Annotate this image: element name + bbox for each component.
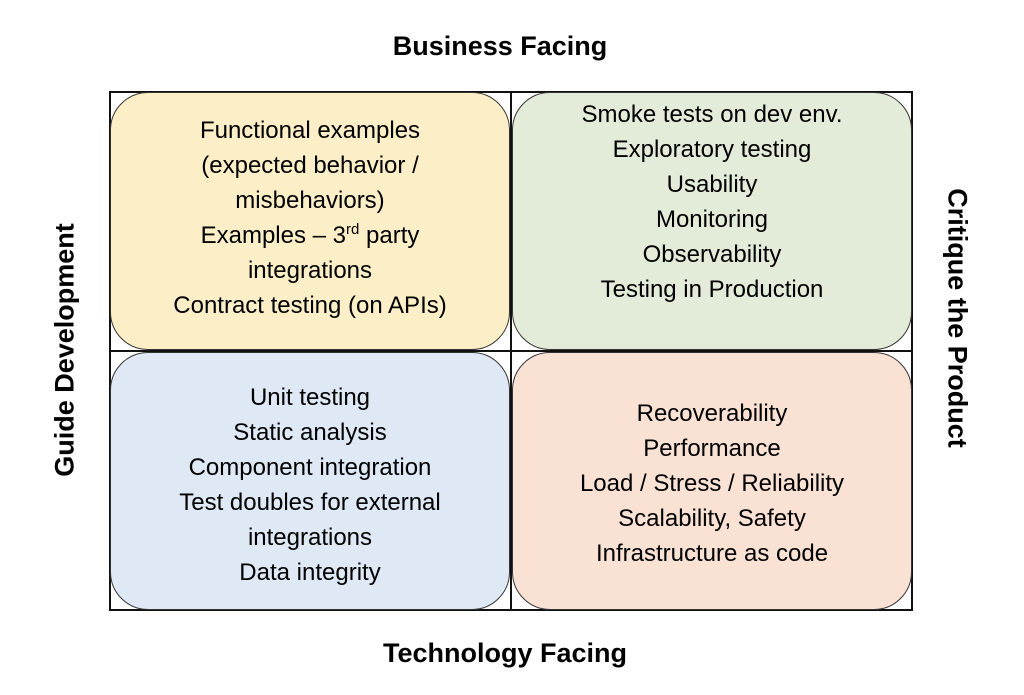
axis-label-technology-facing: Technology Facing — [382, 638, 627, 668]
quadrant-item-third-party: Examples – 3rd party — [201, 218, 420, 253]
quadrant-item: Smoke tests on dev env. — [581, 101, 843, 128]
quadrant-item: Infrastructure as code — [595, 540, 829, 567]
quadrant-item: Usability — [666, 171, 758, 198]
quadrant-bottom-left: Unit testing Static analysis Component i… — [110, 352, 510, 610]
quadrant-item: Monitoring — [655, 206, 769, 233]
quadrant-item: Observability — [642, 241, 782, 268]
axis-label-critique-the-product: Critique the Product — [942, 188, 973, 448]
quadrant-item: misbehaviors) — [235, 187, 385, 214]
axis-label-guide-development: Guide Development — [49, 223, 80, 477]
quadrant-item: Test doubles for external — [179, 489, 441, 516]
quadrant-item: (expected behavior / — [201, 152, 419, 179]
quadrant-item: Exploratory testing — [612, 136, 812, 163]
quadrant-item: Load / Stress / Reliability — [579, 470, 845, 497]
quadrant-item: Contract testing (on APIs) — [173, 292, 447, 319]
vertical-divider — [510, 91, 512, 611]
quadrant-item: Unit testing — [249, 384, 371, 411]
quadrant-item: Performance — [643, 435, 781, 462]
axis-label-business-facing: Business Facing — [392, 31, 608, 61]
quadrant-bottom-right: Recoverability Performance Load / Stress… — [512, 352, 912, 610]
quadrant-item: integrations — [247, 524, 373, 551]
superscript-rd: rd — [346, 221, 360, 238]
quadrant-item: Testing in Production — [600, 276, 824, 303]
quadrant-item: Data integrity — [239, 559, 381, 586]
quadrant-item: Functional examples — [199, 117, 421, 144]
quadrant-item: Recoverability — [636, 400, 788, 427]
quadrant-item-suffix: party — [359, 222, 420, 249]
quadrant-item: Component integration — [188, 454, 432, 481]
quadrant-top-left: Functional examples (expected behavior /… — [110, 92, 510, 350]
quadrant-item: Static analysis — [233, 419, 387, 446]
quadrant-item: Scalability, Safety — [618, 505, 806, 532]
quadrant-top-right: Smoke tests on dev env. Exploratory test… — [512, 92, 912, 350]
quadrant-item-prefix: Examples – 3 — [200, 222, 347, 249]
quadrant-item: integrations — [247, 257, 373, 284]
